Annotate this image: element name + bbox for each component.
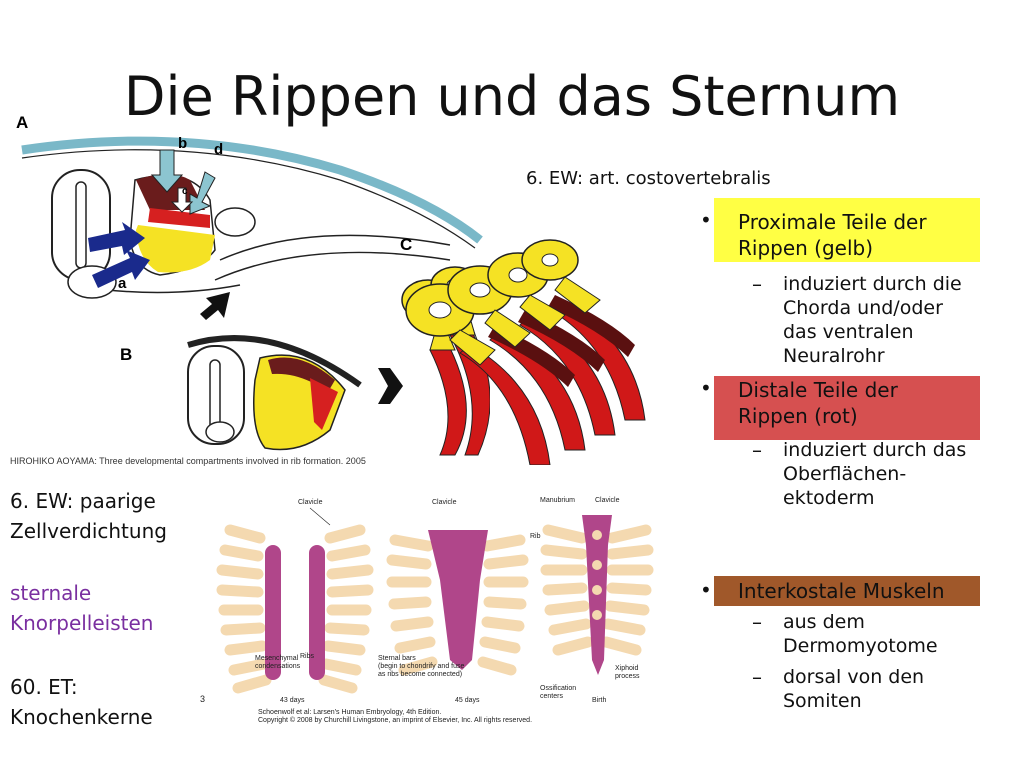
rib-compartments-figure: A b d c a B: [10, 110, 491, 470]
dash-4: –: [752, 665, 762, 689]
dermomyotome: [136, 174, 205, 210]
note-line-3: sternale: [10, 581, 92, 605]
label-clavicle-3: Clavicle: [595, 497, 620, 504]
label-45-days: 45 days: [455, 697, 480, 704]
label-xiphoid-1: Xiphoid: [615, 665, 638, 672]
label-sternal-bars-2: (begin to chondrify and fuse: [378, 663, 464, 670]
sub-3-2: Dermomyotome: [783, 635, 938, 657]
label-clavicle-2: Clavicle: [432, 499, 457, 506]
label-xiphoid-2: process: [615, 673, 640, 680]
sub-1-1: induziert durch die: [783, 273, 962, 295]
bullet-3-line-1: Interkostale Muskeln: [738, 579, 945, 603]
note-line-4: Knorpelleisten: [10, 611, 154, 635]
highlight-brown: [714, 576, 980, 606]
sub-2-3: ektoderm: [783, 487, 875, 509]
label-rib: Rib: [530, 533, 541, 540]
articulation-heading: 6. EW: art. costovertebralis: [526, 168, 771, 189]
label-ribs: Ribs: [300, 653, 315, 660]
label-c: c: [182, 186, 188, 197]
label-b: b: [178, 135, 187, 152]
label-ossification-1: Ossification: [540, 685, 576, 692]
ribs-svg: [405, 239, 646, 466]
sub-1-3: das ventralen: [783, 321, 914, 343]
note-line-6: Knochenkerne: [10, 705, 153, 729]
label-43-days: 43 days: [280, 697, 305, 704]
bullet-2-line-1: Distale Teile der: [738, 378, 898, 402]
label-clavicle-1: Clavicle: [298, 499, 323, 506]
sub-2-2: Oberflächen-: [783, 463, 907, 485]
label-d: d: [214, 141, 223, 158]
ectoderm-layer: [21, 136, 483, 244]
label-mesenchymal: Mesenchymal: [255, 655, 299, 662]
bullet-dot: •: [700, 208, 712, 232]
label-birth: Birth: [592, 697, 607, 704]
label-ossification-2: centers: [540, 693, 563, 700]
label-sternal-bars-1: Sternal bars: [378, 655, 416, 662]
ribs-diagram-right: [400, 235, 660, 466]
sub-3-1: aus dem: [783, 611, 865, 633]
sternum-panel-45-days: Clavicle Sternal bars (begin to chondrif…: [378, 499, 529, 704]
figure-credit-2: Copyright © 2008 by Churchill Livingston…: [258, 716, 532, 724]
slide-title: Die Rippen und das Sternum: [123, 65, 901, 128]
label-sternal-bars-3: as ribs become connected): [378, 671, 462, 678]
bullet-dot: •: [700, 376, 712, 400]
bullet-1-line-1: Proximale Teile der: [738, 210, 927, 234]
figure-caption: HIROHIKO AOYAMA: Three developmental com…: [10, 456, 366, 466]
rib-figure-svg: A b d c a B: [16, 113, 491, 456]
label-condensations: condensations: [255, 663, 301, 670]
sub-3-3: dorsal von den: [783, 666, 925, 688]
label-B: B: [120, 345, 132, 364]
note-line-2: Zellverdichtung: [10, 519, 167, 543]
label-a: a: [118, 275, 127, 292]
bullet-1-line-2: Rippen (gelb): [738, 236, 874, 260]
sternum-panel-43-days: Clavicle Mesenchymal condensations Ribs …: [200, 499, 374, 704]
label-C: C: [400, 235, 412, 254]
sub-2-1: induziert durch das: [783, 439, 967, 461]
bullet-list: • Proximale Teile der Rippen (gelb) – in…: [690, 198, 1010, 718]
label-manubrium: Manubrium: [540, 497, 575, 504]
highlight-yellow: [714, 198, 980, 262]
label-num-3: 3: [200, 694, 205, 704]
dash-3: –: [752, 610, 762, 634]
sternum-panel-birth: Manubrium Clavicle Rib Ossification cent…: [530, 497, 654, 704]
highlight-red: [714, 376, 980, 440]
note-line-5: 60. ET:: [10, 675, 78, 699]
sclerotome-yellow: [136, 225, 215, 273]
sub-1-4: Neuralrohr: [783, 345, 885, 367]
sternum-development-figure: Clavicle Mesenchymal condensations Ribs …: [200, 490, 660, 740]
dash-1: –: [752, 272, 762, 296]
bullet-2-line-2: Rippen (rot): [738, 404, 858, 428]
note-line-1: 6. EW: paarige: [10, 489, 156, 513]
sub-1-2: Chorda und/oder: [783, 297, 943, 319]
label-A: A: [16, 113, 28, 132]
sternum-svg: Clavicle Mesenchymal condensations Ribs …: [200, 497, 654, 724]
bullet-dot: •: [700, 578, 712, 602]
dash-2: –: [752, 438, 762, 462]
sub-3-4: Somiten: [783, 690, 862, 712]
figure-credit-1: Schoenwolf et al: Larsen's Human Embryol…: [258, 709, 441, 716]
